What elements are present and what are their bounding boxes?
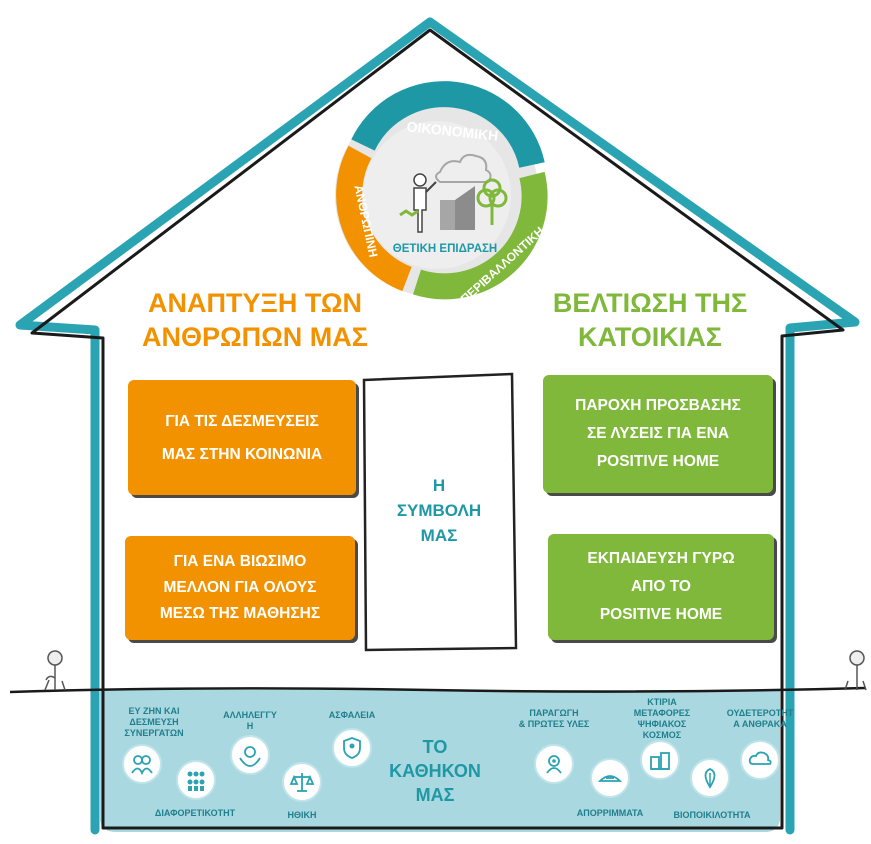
label-waste: ΑΠΟΡΡΙΜΜΑΤΑ — [576, 808, 644, 818]
box-society-commitments: ΓΙΑ ΤΙΣ ΔΕΣΜΕΥΣΕΙΣ ΜΑΣ ΣΤΗΝ ΚΟΙΝΩΝΙΑ — [128, 380, 356, 495]
biodiversity-icon — [690, 758, 730, 798]
safety-icon — [332, 728, 372, 768]
people-wellbeing-icon — [122, 744, 162, 784]
box-education-positive-home: ΕΚΠΑΙΔΕΥΣΗ ΓΥΡΩ ΑΠΟ ΤΟ POSITIVE HOME — [548, 534, 774, 640]
buildings-transport-icon — [640, 740, 680, 780]
ethics-scales-icon — [282, 762, 322, 802]
flower-right-icon — [844, 650, 867, 691]
solidarity-icon — [230, 735, 270, 775]
label-carbon-neutral: ΟΥΔΕΤΕΡΟΤΗΤ Α ΑΝΘΡΑΚΑ — [726, 708, 794, 729]
label-people-wellbeing: ΕΥ ΖΗΝ ΚΑΙ ΔΕΣΜΕΥΣΗ ΣΥΝΕΡΓΑΤΩΝ — [124, 706, 184, 738]
positive-impact-illustration — [399, 153, 508, 233]
wheel-center-label: ΘΕΤΙΚΗ ΕΠΙΔΡΑΣΗ — [393, 243, 497, 255]
box-our-contribution: Η ΣΥΜΒΟΛΗ ΜΑΣ — [396, 475, 482, 545]
label-buildings-transport: ΚΤΙΡΙΑ ΜΕΤΑΦΟΡΕΣ ΨΗΦΙΑΚΟΣ ΚΟΣΜΟΣ — [633, 697, 691, 740]
label-ethics: ΗΘΙΚΗ — [287, 810, 317, 820]
production-icon — [534, 744, 574, 784]
carbon-neutral-icon — [740, 740, 780, 780]
label-diversity: ΔΙΑΦΟΡΕΤΙΚΟΤΗΤ — [154, 808, 236, 818]
positive-impact-wheel: ΘΕΤΙΚΗ ΕΠΙΔΡΑΣΗ ΟΙΚΟΝΟΜΙΚΗ ΠΕΡΙΒΑΛΛΟΝΤΙΚ… — [335, 81, 548, 306]
house-outline-teal — [15, 17, 860, 835]
label-safety: ΑΣΦΑΛΕΙΑ — [328, 710, 376, 720]
center-box-outline — [362, 372, 518, 652]
label-production: ΠΑΡΑΓΩΓΗ & ΠΡΩΤΕΣ ΥΛΕΣ — [518, 708, 590, 729]
ground-line — [9, 686, 866, 694]
box-sustainable-future-learning: ΓΙΑ ΕΝΑ ΒΙΩΣΙΜΟ ΜΕΛΛΟΝ ΓΙΑ ΟΛΟΥΣ ΜΕΣΩ ΤΗ… — [125, 536, 355, 640]
house-outline-dark — [30, 28, 845, 830]
waste-icon — [590, 758, 630, 798]
label-biodiversity: ΒΙΟΠΟΙΚΙΛΟΤΗΤΑ — [673, 810, 751, 820]
diversity-icon — [176, 760, 216, 800]
box-access-solutions-positive-home: ΠΑΡΟΧΗ ΠΡΟΣΒΑΣΗΣ ΣΕ ΛΥΣΕΙΣ ΓΙΑ ΕΝΑ POSIT… — [543, 375, 773, 493]
heading-people-development: ΑΝΑΠΤΥΞΗ ΤΩΝ ΑΝΘΡΩΠΩΝ ΜΑΣ — [142, 288, 368, 352]
heading-housing-improvement: ΒΕΛΤΙΩΣΗ ΤΗΣ ΚΑΤΟΙΚΙΑΣ — [552, 288, 748, 352]
our-duty-label: ΤΟ ΚΑΘΗΚΟΝ ΜΑΣ — [389, 737, 481, 805]
flower-left-icon — [44, 650, 66, 691]
label-solidarity: ΑΛΛΗΛΕΓΓΥ Η — [223, 710, 277, 731]
